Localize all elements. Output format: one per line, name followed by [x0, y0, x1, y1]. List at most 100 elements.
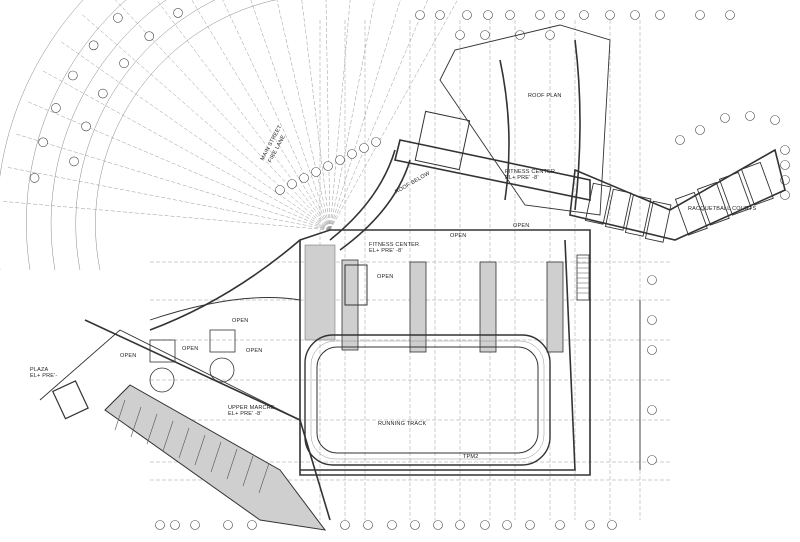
grid-bubble	[359, 143, 369, 153]
grid-bubble	[655, 10, 665, 20]
label-plaza: PLAZA	[30, 367, 49, 373]
label-roof-plan: ROOF PLAN	[528, 93, 562, 99]
grid-line-radial	[329, 0, 401, 231]
label-open: OPEN	[377, 274, 394, 280]
grid-bubble	[69, 156, 79, 167]
grid-bubble	[387, 520, 397, 530]
label-open: OPEN	[232, 318, 249, 324]
grid-bubble	[247, 520, 257, 530]
grid-bubble	[435, 10, 445, 20]
gray-zone	[304, 244, 336, 341]
grid-bubble	[745, 111, 755, 121]
grid-line-radial	[41, 69, 331, 231]
grid-bubble	[119, 58, 129, 69]
stair-tread	[114, 399, 126, 431]
grid-bubble	[483, 10, 493, 20]
grid-line-radial	[222, 0, 331, 231]
stair-tread	[146, 413, 158, 445]
label-racquetball-courts: RACQUETBALL COURTS	[688, 206, 757, 212]
grid-bubble	[525, 520, 535, 530]
stair-tread	[258, 462, 270, 494]
grid-bubble	[29, 173, 40, 183]
grid-bubble	[144, 31, 155, 41]
stair-tread	[242, 455, 254, 487]
grid-bubble	[480, 520, 490, 530]
marche-curve	[149, 239, 301, 331]
curved-wall	[329, 149, 396, 241]
grid-bubble	[647, 455, 657, 465]
grid-bubble	[647, 345, 657, 355]
grid-bubble	[51, 103, 61, 113]
racquetball-court	[696, 181, 730, 226]
grid-bubble	[720, 113, 730, 123]
grid-bubble	[515, 30, 525, 40]
marche-curve	[149, 297, 301, 321]
grand-stair	[104, 384, 327, 531]
grid-bubble	[455, 30, 465, 40]
grid-bubble	[38, 137, 48, 148]
grid-bubble	[535, 10, 545, 20]
round-room	[149, 367, 175, 393]
grid-bubble	[455, 520, 465, 530]
grid-bubble	[555, 10, 565, 20]
grid-bubble	[299, 173, 309, 183]
grid-bubble	[371, 137, 381, 147]
grid-line-radial	[276, 0, 331, 231]
grid-arc	[0, 0, 84, 270]
curved-wall	[339, 159, 411, 251]
plaza-kiosk	[51, 380, 89, 420]
grid-line-radial	[6, 166, 331, 231]
running-track-inner	[316, 346, 539, 454]
grid-bubble	[695, 125, 705, 135]
label-track-tag: TPM2	[463, 454, 479, 460]
roof-curve	[574, 39, 581, 211]
grid-bubble	[480, 30, 490, 40]
grid-line-radial	[325, 0, 331, 231]
grid-bubble	[68, 70, 78, 81]
grid-bubble	[113, 13, 123, 23]
grid-line-radial	[59, 40, 331, 231]
east-wall	[300, 239, 576, 471]
stair-core	[414, 110, 471, 171]
grid-bubble	[347, 149, 357, 159]
grid-line-radial	[329, 0, 458, 231]
racquetball-wing	[569, 148, 786, 241]
grid-line-radial	[329, 0, 428, 231]
structural-shaft	[546, 261, 564, 353]
structural-shaft	[479, 261, 497, 353]
running-track-lane	[310, 340, 545, 460]
label-open: OPEN	[450, 233, 467, 239]
label-open: OPEN	[246, 348, 263, 354]
service-core	[209, 329, 236, 353]
grid-line-radial	[156, 0, 331, 231]
grid-line-radial	[191, 0, 331, 231]
label-upper-marche: UPPER MARCHE	[228, 405, 275, 411]
grid-bubble	[410, 520, 420, 530]
stair-tread	[194, 434, 206, 466]
grid-bubble	[502, 520, 512, 530]
label-upper-marche-elev: EL+ PRE' -8'	[228, 411, 262, 417]
grid-bubble	[98, 88, 108, 99]
label-open: OPEN	[120, 353, 137, 359]
grid-bubble	[335, 155, 345, 165]
plaza-edge	[39, 329, 301, 421]
grid-line-radial	[250, 0, 331, 231]
grid-bubble	[311, 167, 321, 177]
grid-arc	[50, 0, 167, 271]
label-fitness-center-upper: FITNESS CENTER	[505, 169, 556, 175]
grid-bubble	[585, 520, 595, 530]
grid-bubble	[190, 520, 200, 530]
racquetball-court	[740, 161, 774, 206]
grid-bubble	[780, 145, 790, 155]
stair-tread	[210, 441, 222, 473]
grid-bubble	[695, 10, 705, 20]
grid-line-radial	[80, 13, 331, 231]
racquetball-court	[624, 194, 652, 237]
grid-bubble	[607, 520, 617, 530]
grid-arc	[26, 0, 127, 271]
grid-bubble	[647, 315, 657, 325]
grid-bubble	[505, 10, 515, 20]
grid-arc	[75, 0, 216, 271]
